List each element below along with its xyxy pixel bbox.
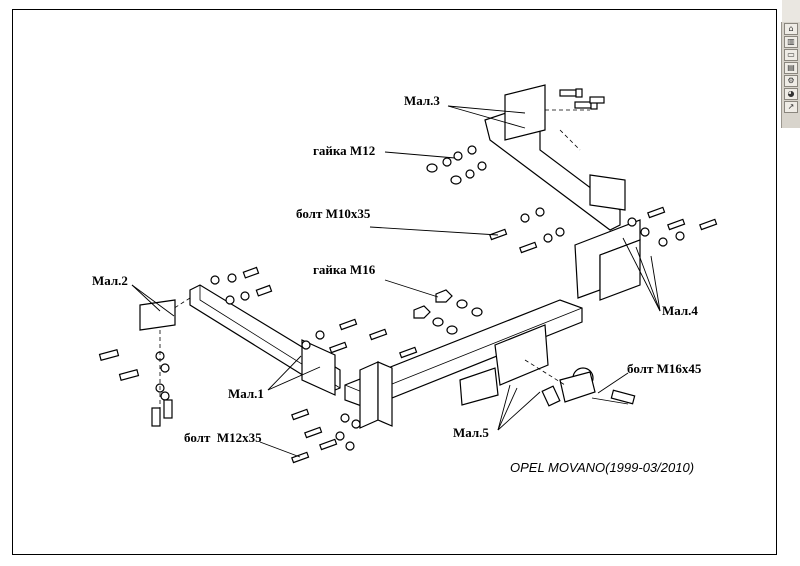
leader-lines bbox=[131, 105, 661, 458]
fastener-sets bbox=[98, 88, 718, 464]
main-crossbar bbox=[344, 219, 641, 429]
label-bolt-m12x35: болт М12х35 bbox=[184, 430, 262, 445]
drawing-sheet bbox=[12, 9, 777, 555]
folder-icon[interactable]: ▭ bbox=[784, 49, 798, 61]
label-gaika-m12: гайка М12 bbox=[313, 143, 375, 158]
label-mal1: Мал.1 bbox=[228, 386, 264, 401]
scrollbar-top[interactable] bbox=[782, 0, 800, 22]
print-icon[interactable]: ▤ bbox=[784, 62, 798, 74]
settings-icon[interactable]: ⚙ bbox=[784, 75, 798, 87]
label-mal5: Мал.5 bbox=[453, 425, 489, 440]
label-gaika-m16: гайка М16 bbox=[313, 262, 376, 277]
tow-ball-assembly bbox=[459, 324, 629, 407]
export-icon[interactable]: ↗ bbox=[784, 101, 798, 113]
label-bolt-m10x35: болт М10х35 bbox=[296, 206, 371, 221]
right-side-bracket bbox=[484, 84, 626, 231]
label-mal3: Мал.3 bbox=[404, 93, 440, 108]
color-icon[interactable]: ◕ bbox=[784, 88, 798, 100]
chart-icon[interactable]: ▥ bbox=[784, 36, 798, 48]
model-title: OPEL MOVANO(1999-03/2010) bbox=[510, 460, 694, 475]
left-side-bracket bbox=[139, 284, 341, 396]
label-mal4: Мал.4 bbox=[662, 303, 698, 318]
label-bolt-m16x45: болт М16х45 bbox=[627, 361, 702, 376]
label-mal2: Мал.2 bbox=[92, 273, 128, 288]
nut-washer-row bbox=[426, 145, 487, 185]
side-toolbar: ⌂ ▥ ▭ ▤ ⚙ ◕ ↗ bbox=[781, 22, 800, 128]
home-icon[interactable]: ⌂ bbox=[784, 23, 798, 35]
